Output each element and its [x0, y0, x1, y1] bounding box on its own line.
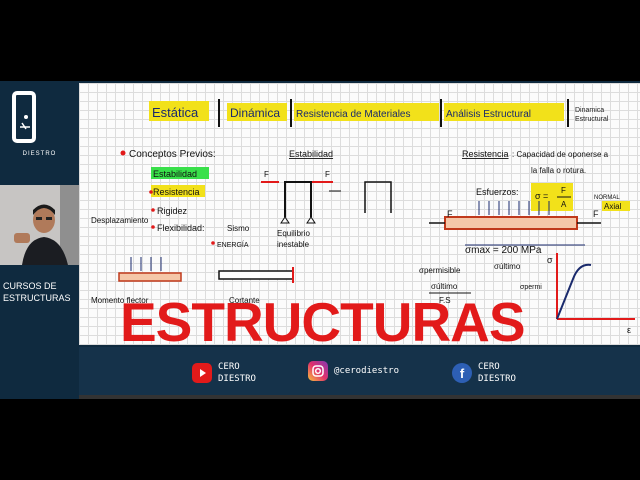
- concept-resistencia: Resistencia: [153, 187, 200, 197]
- force-label: F: [593, 209, 599, 219]
- course-label: CURSOS DE ESTRUCTURAS: [3, 280, 81, 304]
- frame-unstable: [364, 181, 392, 213]
- video-seek-bar[interactable]: [79, 395, 640, 399]
- normal-label: NORMAL: [594, 195, 620, 201]
- youtube-link[interactable]: CERO DIESTRO: [192, 361, 256, 385]
- notebook-canvas: Estática Dinámica Resistencia de Materia…: [79, 83, 640, 345]
- highlight-resistencia: [294, 103, 439, 121]
- stress-strain-curve: [556, 263, 592, 320]
- inestable-label: inestable: [277, 240, 310, 249]
- social-footer: CERO DIESTRO @cerodiestro f CERO DIESTRO: [79, 347, 640, 399]
- bullet: [120, 150, 126, 156]
- sigma-ultimo-2: σúltimo: [431, 282, 458, 291]
- title-dinamica: Dinámica: [230, 106, 280, 120]
- force-label: F: [447, 209, 453, 219]
- instagram-link[interactable]: @cerodiestro: [308, 361, 399, 381]
- sigma-formula: σ =: [535, 191, 548, 201]
- presenter-image: [0, 185, 79, 265]
- bullet: [149, 190, 153, 194]
- facebook-icon: f: [452, 363, 472, 383]
- instagram-icon: [308, 361, 328, 381]
- sigma-permisible-graph: σpermi: [520, 284, 542, 291]
- support: [280, 216, 290, 224]
- facebook-link[interactable]: f CERO DIESTRO: [452, 361, 516, 385]
- handwritten-notes: Estática Dinámica Resistencia de Materia…: [91, 99, 635, 335]
- esfuerzos-label: Esfuerzos:: [476, 187, 519, 197]
- sigma-axis-label: σ: [547, 255, 553, 265]
- resistencia-heading: Resistencia: [462, 149, 509, 159]
- desplazamiento-label: Desplazamiento: [91, 216, 149, 225]
- facebook-line-1: CERO: [478, 362, 500, 372]
- bullet: [211, 241, 215, 245]
- concept-flexibilidad: Flexibilidad:: [157, 223, 205, 233]
- instagram-handle: @cerodiestro: [334, 366, 400, 376]
- estabilidad-heading: Estabilidad: [289, 149, 333, 159]
- highlight-analisis: [444, 103, 564, 121]
- highlight-axial: [602, 201, 630, 211]
- beam-load: [130, 257, 162, 271]
- force-label: F: [325, 170, 330, 179]
- highlight-estatica: [149, 101, 209, 121]
- title-dinamica-estructural-2: Estructural: [575, 116, 609, 123]
- brand-label: DIESTRO: [22, 151, 57, 157]
- channel-sidebar: DIESTRO CURSOS DE ESTRUCTURAS: [0, 81, 79, 399]
- fraction-denominator: A: [561, 200, 567, 209]
- youtube-icon: [192, 363, 212, 383]
- equilibrio-label: Equilibrio: [277, 229, 310, 238]
- resistencia-definition: : Capacidad de oponerse a: [512, 150, 609, 159]
- youtube-line-1: CERO: [218, 362, 240, 372]
- sigma-permisible: σpermisible: [419, 266, 461, 275]
- course-label-line-1: CURSOS DE: [3, 281, 57, 291]
- sigma-ultimo: σúltimo: [494, 262, 521, 271]
- sigma-max: σmax = 200 MPa: [465, 245, 542, 256]
- cantilever-beam: [218, 270, 294, 280]
- video-frame[interactable]: DIESTRO CURSOS DE ESTRUCTURAS: [0, 81, 640, 399]
- epsilon-axis-label: ε: [627, 325, 631, 335]
- title-resistencia: Resistencia de Materiales: [296, 109, 411, 120]
- concept-rigidez: Rigidez: [157, 206, 188, 216]
- support: [306, 216, 316, 224]
- bullet: [151, 225, 155, 229]
- facebook-line-2: DIESTRO: [478, 374, 516, 384]
- distributed-load: [478, 201, 550, 215]
- momento-label: Momento flector: [91, 296, 149, 305]
- resistencia-definition-2: la falla o rotura.: [531, 166, 586, 175]
- cortante-label: Cortante: [229, 296, 260, 305]
- axial-bar: [444, 216, 578, 230]
- sismo-label: Sismo: [227, 224, 250, 233]
- title-estatica: Estática: [152, 105, 199, 120]
- fs-label: F.S: [439, 296, 451, 305]
- title-analisis: Análisis Estructural: [446, 109, 531, 120]
- force-label: F: [264, 170, 269, 179]
- beam: [118, 272, 182, 282]
- fraction-numerator: F: [561, 186, 566, 195]
- webcam-presenter: [0, 185, 79, 265]
- bullet: [151, 208, 155, 212]
- frame-stable: [284, 181, 312, 217]
- highlight-resistencia-item: [151, 185, 205, 197]
- cero-diestro-logo: [12, 91, 36, 143]
- concept-estabilidad: Estabilidad: [153, 169, 197, 179]
- course-label-line-2: ESTRUCTURAS: [3, 293, 71, 303]
- conceptos-heading: Conceptos Previos:: [129, 149, 216, 160]
- highlight-estabilidad: [151, 167, 209, 179]
- energia-label: ENERGÍA: [217, 240, 249, 249]
- axial-label: Axial: [604, 202, 622, 211]
- highlight-dinamica: [227, 103, 287, 121]
- overlay-title: ESTRUCTURAS: [120, 291, 526, 346]
- title-dinamica-estructural: Dinamica: [575, 107, 604, 114]
- youtube-line-2: DIESTRO: [218, 374, 256, 384]
